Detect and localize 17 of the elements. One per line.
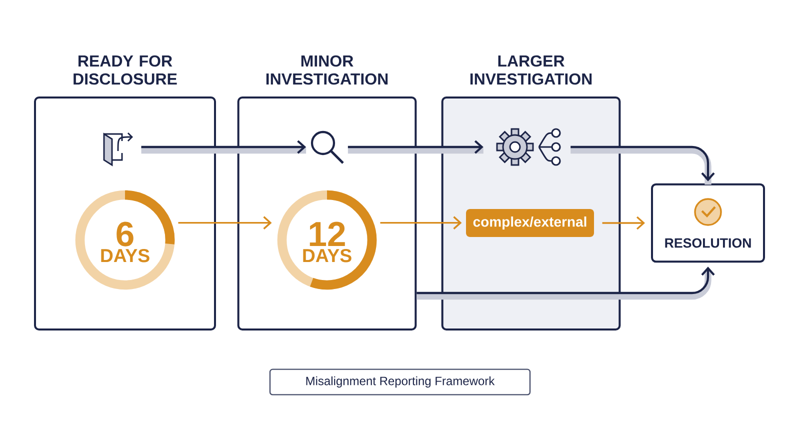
arrow — [348, 140, 484, 154]
resolution-box: RESOLUTION — [651, 183, 765, 263]
footer-box: Misalignment Reporting Framework — [269, 368, 531, 396]
day-ring: 6 DAYS — [75, 190, 175, 290]
door-icon — [103, 132, 133, 166]
arrow — [416, 266, 715, 300]
stage-heading: LARGER INVESTIGATION — [470, 55, 592, 85]
route-tag: complex/external — [466, 209, 594, 237]
arrow — [380, 216, 462, 230]
stage-heading: READY FOR DISCLOSURE — [74, 55, 177, 85]
gear-icon — [496, 128, 561, 166]
arrow — [141, 140, 306, 154]
magnifier-icon — [310, 130, 344, 164]
arrow — [178, 216, 272, 230]
day-ring: 12 DAYS — [277, 190, 377, 290]
arrow — [602, 216, 645, 230]
stage-heading: MINOR INVESTIGATION — [266, 55, 388, 85]
